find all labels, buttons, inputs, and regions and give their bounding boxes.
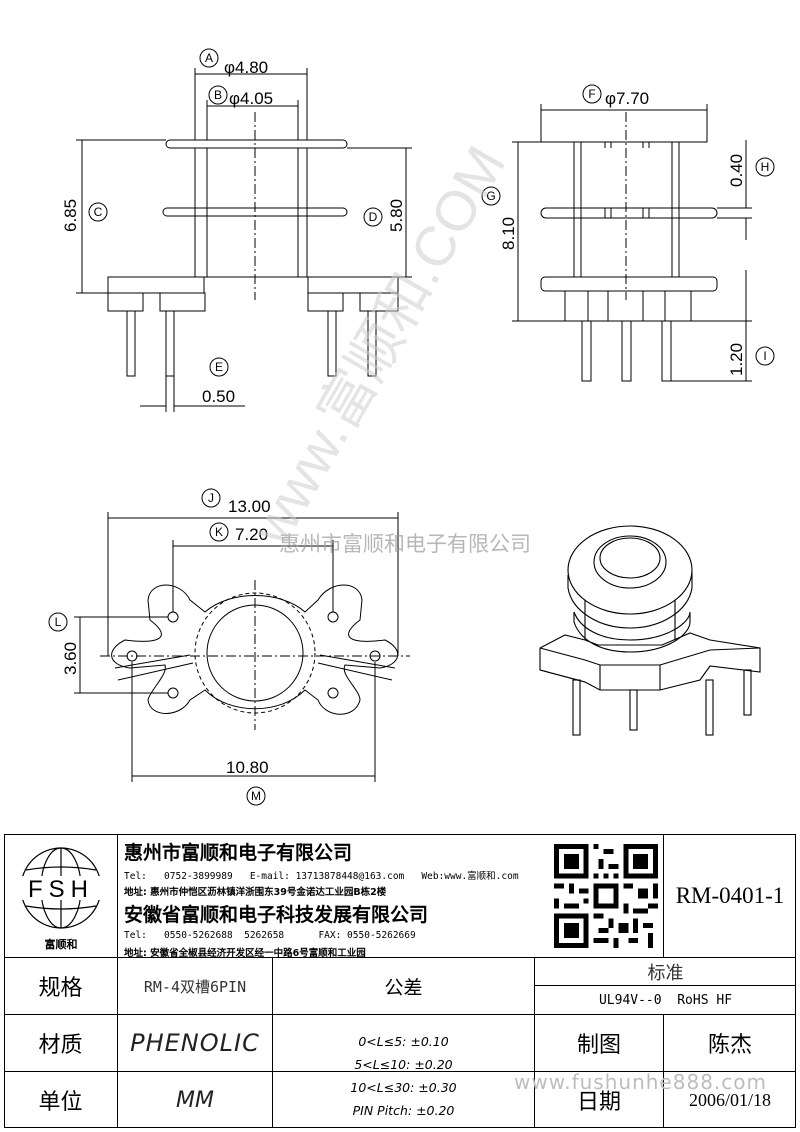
dim-j: 13.00 <box>228 497 271 516</box>
label-d: D <box>363 207 383 227</box>
svg-text:FSH: FSH <box>28 876 94 903</box>
dim-h: 0.40 <box>727 154 746 187</box>
label-a: A <box>199 48 219 68</box>
tolerance-label: 公差 <box>384 976 423 999</box>
part-number: RM-0401-1 <box>675 882 785 908</box>
logo-caption: 富顺和 <box>44 938 78 951</box>
company1-address: 地址: 惠州市仲恺区沥林镇洋浙围东39号金诺达工业园B栋2楼 <box>124 887 387 898</box>
company-logo: FSH 富顺和 <box>14 842 108 952</box>
dim-b: φ4.05 <box>229 89 273 108</box>
drawn-value: 陈杰 <box>707 1033 752 1058</box>
dimension-values: φ4.80 φ4.05 6.85 5.80 0.50 φ7.70 8.10 0.… <box>61 58 746 777</box>
tolerance-list: 0<L≤5: ±0.10 5<L≤10: ±0.20 10<L≤30: ±0.3… <box>273 1030 534 1122</box>
svg-text:A: A <box>205 51 213 65</box>
dimension-labels: A B C D E F G H I J K L M <box>48 48 775 806</box>
label-f: F <box>582 84 602 104</box>
globe-icon: FSH <box>18 847 104 929</box>
unit-label: 单位 <box>38 1090 83 1115</box>
dim-f: φ7.70 <box>605 89 649 108</box>
company1-name: 惠州市富顺和电子有限公司 <box>124 842 353 864</box>
date-label: 日期 <box>576 1090 621 1115</box>
dim-d: 5.80 <box>387 199 406 232</box>
svg-text:G: G <box>486 189 495 203</box>
watermark-url: www.fushunhe888.com <box>514 1070 767 1094</box>
label-m: M <box>246 786 266 806</box>
dim-g: 8.10 <box>499 217 518 250</box>
svg-text:H: H <box>761 160 770 174</box>
svg-text:E: E <box>215 360 223 374</box>
date-value: 2006/01/18 <box>688 1089 771 1110</box>
company2-name: 安徽省富顺和电子科技发展有限公司 <box>124 904 429 926</box>
dim-m: 10.80 <box>226 758 269 777</box>
dim-a: φ4.80 <box>224 58 268 77</box>
svg-text:C: C <box>94 205 103 219</box>
front-view <box>76 68 412 412</box>
company2-contact: Tel: 0550-5262688 5262658 FAX: 0550-5262… <box>124 930 416 941</box>
svg-text:M: M <box>251 789 261 803</box>
qr-code <box>554 844 658 948</box>
dim-k: 7.20 <box>235 525 268 544</box>
svg-text:K: K <box>215 525 223 539</box>
tolerance-item: 10<L≤30: ±0.30 <box>350 1080 457 1095</box>
standard-value: UL94V--0 RoHS HF <box>598 992 733 1008</box>
label-b: B <box>208 85 228 105</box>
tolerance-item: 5<L≤10: ±0.20 <box>354 1057 453 1072</box>
bottom-view <box>74 512 410 782</box>
label-j: J <box>201 488 221 508</box>
label-k: K <box>209 522 229 542</box>
spec-label: 规格 <box>38 976 83 1001</box>
material-label: 材质 <box>38 1033 83 1058</box>
label-i: I <box>755 346 775 366</box>
svg-text:L: L <box>55 615 62 629</box>
label-g: G <box>481 186 501 206</box>
isometric-view <box>539 525 761 736</box>
material-value: PHENOLIC <box>130 1029 260 1057</box>
svg-text:F: F <box>588 87 595 101</box>
dim-l: 3.60 <box>61 642 80 675</box>
side-view <box>512 104 752 382</box>
title-block: FSH 富顺和 惠州市富顺和电子有限公司 Tel: 0752-3899989 E… <box>4 834 796 1128</box>
standard-label: 标准 <box>647 962 684 984</box>
company2-address: 地址: 安徽省全椒县经济开发区经一中路6号富顺和工业园 <box>124 948 366 959</box>
label-l: L <box>48 612 68 632</box>
tolerance-item: 0<L≤5: ±0.10 <box>358 1034 449 1049</box>
svg-text:J: J <box>208 491 214 505</box>
watermark-diagonal: www.富顺和.COM <box>238 136 517 556</box>
svg-text:D: D <box>369 210 378 224</box>
technical-drawing: A B C D E F G H I J K L M φ4.80 φ4.05 6.… <box>48 48 775 806</box>
watermark-company: 惠州市富顺和电子有限公司 <box>279 533 531 556</box>
label-h: H <box>755 157 775 177</box>
svg-text:B: B <box>214 88 222 102</box>
drawn-label: 制图 <box>576 1033 621 1058</box>
label-e: E <box>209 357 229 377</box>
svg-text:I: I <box>763 349 766 363</box>
label-c: C <box>88 202 108 222</box>
dim-i: 1.20 <box>727 343 746 376</box>
spec-value: RM-4双槽6PIN <box>143 977 247 996</box>
unit-value: MM <box>176 1087 214 1113</box>
tolerance-item: PIN Pitch: ±0.20 <box>352 1103 455 1118</box>
dim-c: 6.85 <box>61 199 80 232</box>
company1-contact: Tel: 0752-3899989 E-mail: 13713878448@16… <box>124 871 519 882</box>
dim-e: 0.50 <box>202 387 235 406</box>
